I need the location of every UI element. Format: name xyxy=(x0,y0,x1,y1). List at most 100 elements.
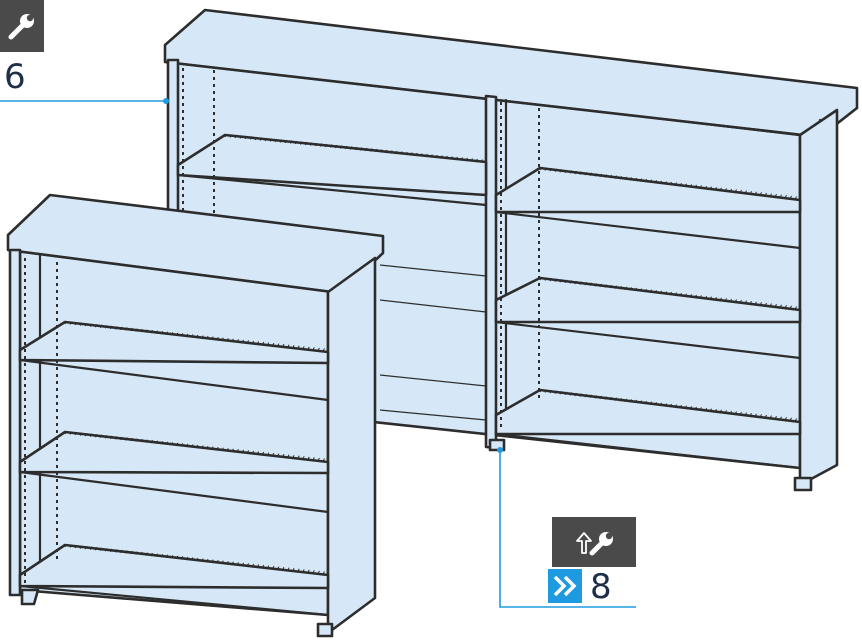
pin-hole xyxy=(182,145,184,148)
shelf-edge-tick xyxy=(79,432,83,436)
pin-hole xyxy=(24,426,26,429)
pin-hole xyxy=(500,144,502,147)
shelf-edge-tick xyxy=(266,342,270,346)
shelf-edge-tick xyxy=(749,413,752,417)
pin-hole xyxy=(24,552,26,555)
pin-hole xyxy=(538,318,540,321)
shelf-edge-tick xyxy=(226,561,229,565)
shelf-edge-tick xyxy=(69,321,73,325)
pin-hole xyxy=(538,248,540,251)
shelf-edge-tick xyxy=(609,174,612,179)
pin-hole xyxy=(56,535,58,538)
shelf-edge-tick xyxy=(754,413,757,418)
shelf-edge-tick xyxy=(764,302,767,307)
pin-hole xyxy=(500,249,502,252)
shelf-edge-tick xyxy=(584,393,587,398)
shelf-edge-tick xyxy=(619,398,622,402)
shelf-edge-tick xyxy=(84,545,88,550)
move-arrow-icon xyxy=(576,532,592,554)
shelf-edge-tick xyxy=(729,410,732,415)
shelf-edge-tick xyxy=(734,299,737,303)
shelf-edge-tick xyxy=(654,180,657,184)
shelf-edge-tick xyxy=(125,327,128,331)
wrench-icon xyxy=(8,14,34,40)
shelf-edge-tick xyxy=(584,171,587,176)
wrench-icon xyxy=(589,532,613,556)
pin-hole xyxy=(538,108,540,111)
pin-hole xyxy=(500,109,502,112)
pin-hole xyxy=(538,178,540,181)
shelf-edge-tick xyxy=(639,288,642,292)
shelf-edge-tick xyxy=(135,551,138,555)
pin-hole xyxy=(500,151,502,154)
pin-hole xyxy=(538,220,540,223)
shelf-edge-tick xyxy=(470,158,473,162)
shelf-edge-tick xyxy=(322,348,325,352)
pin-hole xyxy=(538,213,540,216)
shelf-edge-tick xyxy=(435,154,438,159)
shelf-edge-tick xyxy=(120,326,123,331)
shelf-edge-tick xyxy=(744,300,747,304)
leader-dot-bottom-right xyxy=(497,447,503,453)
pin-hole xyxy=(538,227,540,230)
shelf-edge-tick xyxy=(246,563,250,567)
pin-hole xyxy=(500,263,502,266)
shelf-edge-tick xyxy=(244,135,248,140)
shelf-edge-tick xyxy=(644,288,647,293)
shelf-edge-tick xyxy=(574,280,577,285)
pin-hole xyxy=(500,186,502,189)
shelf-edge-tick xyxy=(624,286,627,291)
shelf-edge-tick xyxy=(345,145,348,150)
pin-hole xyxy=(213,91,215,94)
shelf-edge-tick xyxy=(251,450,255,455)
pin-hole xyxy=(24,468,26,471)
shelf-edge-tick xyxy=(445,155,448,160)
pin-hole xyxy=(538,381,540,384)
shelf-edge-tick xyxy=(694,406,697,411)
pin-hole xyxy=(500,347,502,350)
pin-hole xyxy=(182,187,184,190)
pin-hole xyxy=(24,342,26,345)
pin-hole xyxy=(24,384,26,387)
shelf-edge-tick xyxy=(125,437,128,441)
pin-hole xyxy=(538,297,540,300)
shelf-edge-tick xyxy=(704,295,707,300)
shelf-edge-tick xyxy=(465,157,468,162)
shelf-edge-tick xyxy=(794,418,797,422)
shelf-edge-tick xyxy=(206,558,209,563)
shelf-edge-tick xyxy=(784,195,787,199)
shelf-edge-tick xyxy=(271,342,275,347)
shelf-edge-tick xyxy=(694,294,697,299)
shelf-edge-tick xyxy=(634,399,637,404)
pin-hole xyxy=(500,417,502,420)
shelf-edge-tick xyxy=(754,301,757,306)
shelf-edge-tick xyxy=(749,301,752,305)
pin-hole xyxy=(24,545,26,548)
shelf-edge-tick xyxy=(99,547,103,551)
pin-hole xyxy=(500,207,502,210)
shelf-edge-tick xyxy=(312,570,315,574)
shelf-edge-tick xyxy=(294,140,298,145)
pin-hole xyxy=(538,129,540,132)
pin-hole xyxy=(182,75,184,78)
shelf-edge-tick xyxy=(251,340,255,345)
chevron-double-right-icon xyxy=(548,569,582,603)
pin-hole xyxy=(182,173,184,176)
shelf-edge-tick xyxy=(115,326,118,330)
pin-hole xyxy=(56,451,58,454)
shelf-edge-tick xyxy=(226,338,229,342)
shelf-edge-tick xyxy=(430,154,433,158)
pin-hole xyxy=(24,377,26,380)
shelf-edge-tick xyxy=(251,563,255,568)
pin-hole xyxy=(500,158,502,161)
shelf-edge-tick xyxy=(539,276,542,281)
shelf-edge-tick xyxy=(395,150,398,155)
pin-hole xyxy=(538,115,540,118)
callout-icon-box-top-left xyxy=(0,0,44,52)
shelf-edge-tick xyxy=(654,402,657,406)
small-bookcase-left-panel xyxy=(8,248,22,597)
shelf-edge-tick xyxy=(739,411,742,416)
shelf-edge-tick xyxy=(714,186,717,191)
pin-hole xyxy=(500,284,502,287)
shelf-edge-tick xyxy=(256,451,260,455)
